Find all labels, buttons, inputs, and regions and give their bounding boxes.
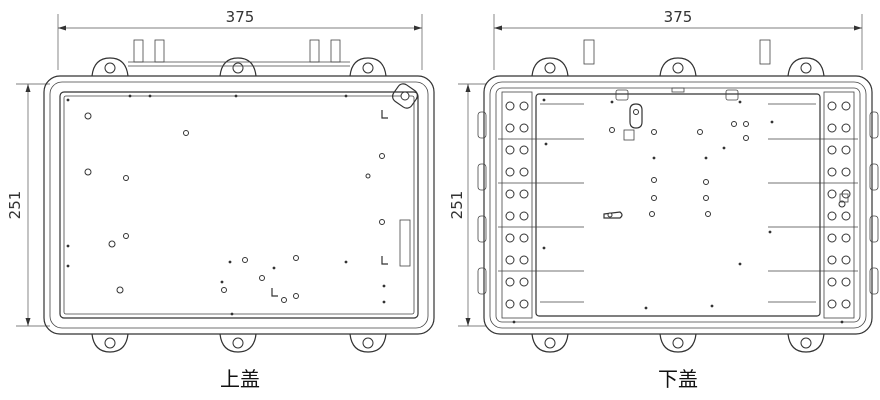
- bottom-cover-height-label: 251: [448, 191, 466, 220]
- bottom-cover-holes: [512, 98, 849, 324]
- bottom-cover-bottom-lugs: [531, 333, 825, 353]
- top-cover-outer-outline: [43, 75, 435, 335]
- top-cover-hinge-tabs: [128, 39, 350, 67]
- bottom-cover-height-dimension: 251: [448, 83, 486, 327]
- top-cover-width-dimension: 375: [57, 8, 423, 70]
- top-cover-width-label: 375: [226, 8, 255, 26]
- top-cover-inner-panel: [59, 91, 419, 319]
- top-cover-side-slot: [399, 219, 411, 267]
- bottom-cover-center-features: [603, 87, 739, 219]
- top-cover-caption: 上盖: [220, 367, 260, 391]
- bottom-cover-outer-outline: [483, 75, 873, 335]
- bottom-cover-caption: 下盖: [658, 367, 698, 391]
- top-cover-bottom-lugs: [91, 333, 387, 353]
- bottom-cover-left-connectors: [498, 91, 584, 319]
- top-cover-latch: [392, 83, 418, 109]
- bottom-cover-inner-panel: [535, 93, 821, 317]
- bottom-cover-top-lugs: [531, 39, 825, 77]
- top-cover-height-dimension: 251: [6, 83, 50, 327]
- top-cover-top-lugs: [91, 57, 387, 77]
- top-cover-corner-marks: [271, 110, 388, 297]
- top-cover-holes: [66, 94, 386, 316]
- bottom-cover-side-bumps: [477, 111, 879, 295]
- bottom-cover-width-label: 375: [664, 8, 693, 26]
- bottom-cover-right-connectors: [768, 91, 858, 319]
- top-cover-drawing: 375 251: [6, 8, 435, 391]
- top-cover-height-label: 251: [6, 191, 24, 220]
- bottom-cover-drawing: 375 251: [448, 8, 879, 391]
- bottom-cover-width-dimension: 375: [493, 8, 863, 70]
